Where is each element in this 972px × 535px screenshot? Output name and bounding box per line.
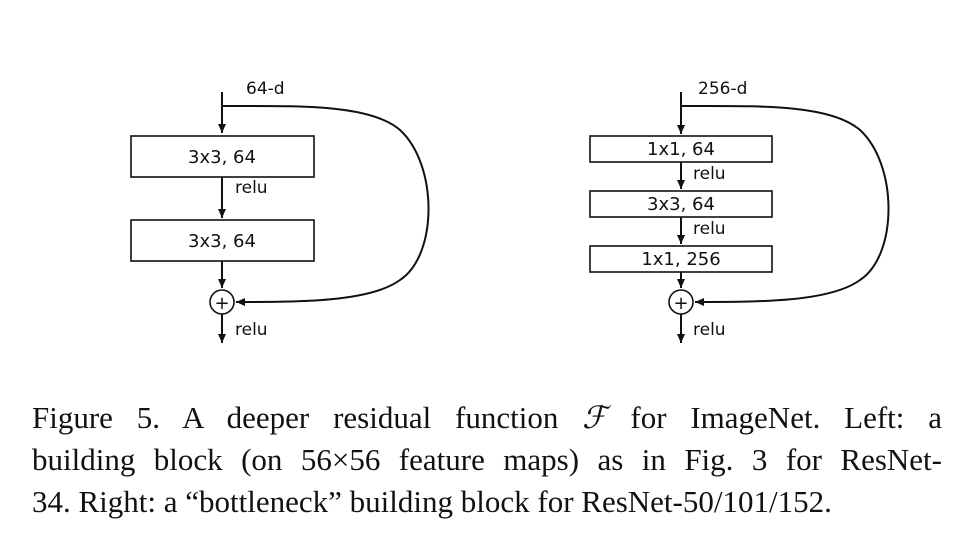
- right-layer3-label: 1x1, 256: [641, 249, 720, 270]
- left-layer1-label: 3x3, 64: [188, 147, 256, 168]
- caption-line-2: building block (on 56×56 feature maps) a…: [32, 442, 942, 477]
- left-add-symbol: +: [214, 293, 229, 314]
- right-add-symbol: +: [673, 293, 688, 314]
- left-layer2-box: [130, 219, 315, 262]
- left-layer2-label: 3x3, 64: [188, 231, 256, 252]
- left-input-label: 64-d: [246, 79, 285, 99]
- caption-line-1-pre: Figure 5. A deeper residual function: [32, 400, 583, 435]
- residual-blocks-diagram: 64-d 3x3, 64 relu 3x3, 64 + relu 256-d 1…: [130, 79, 890, 343]
- left-relu-out-label: relu: [235, 320, 268, 340]
- caption-line-3: 34. Right: a “bottleneck” building block…: [32, 484, 832, 519]
- right-input-label: 256-d: [698, 79, 747, 99]
- left-building-block: 64-d 3x3, 64 relu 3x3, 64 + relu: [130, 79, 430, 343]
- caption-line-1-post: for ImageNet. Left: a: [606, 400, 942, 435]
- residual-function-symbol: ℱ: [582, 400, 607, 436]
- left-shortcut-connection: [221, 104, 430, 306]
- right-layer2-box: [589, 190, 773, 218]
- left-relu1-label: relu: [235, 178, 268, 198]
- right-relu-out-label: relu: [693, 320, 726, 340]
- right-shortcut-connection: [680, 104, 890, 306]
- caption-line-1: Figure 5. A deeper residual function ℱ f…: [32, 397, 942, 439]
- right-relu2-label: relu: [693, 219, 726, 239]
- right-layer1-label: 1x1, 64: [647, 139, 715, 160]
- right-relu1-label: relu: [693, 164, 726, 184]
- right-layer2-label: 3x3, 64: [647, 194, 715, 215]
- figure-caption: Figure 5. A deeper residual function ℱ f…: [32, 397, 942, 523]
- right-layer3-box: [589, 245, 773, 273]
- bottleneck-building-block: 256-d 1x1, 64 relu 3x3, 64 relu 1x1, 256…: [589, 79, 890, 343]
